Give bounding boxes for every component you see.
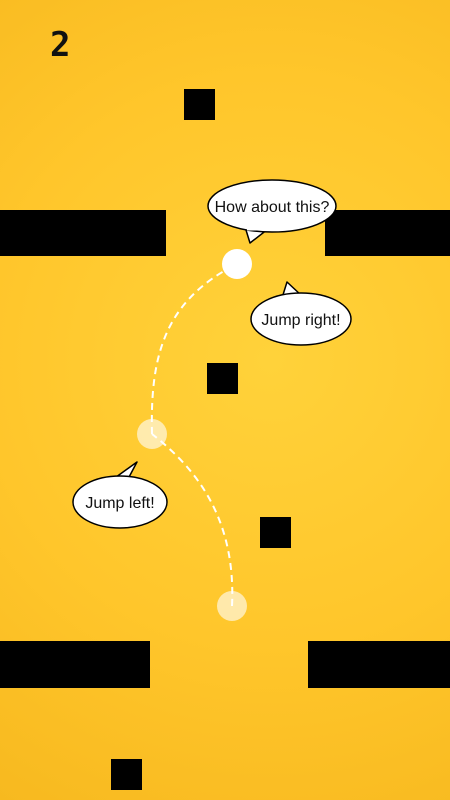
ghost-ball-mid — [137, 419, 167, 449]
wall-right-lower — [308, 641, 450, 688]
speech-bubble-right-text: Jump right! — [261, 312, 340, 329]
speech-bubble-top-text: How about this? — [215, 199, 330, 216]
score-counter: 2 — [50, 25, 71, 65]
speech-bubble-left-text: Jump left! — [85, 495, 154, 512]
square-obstacle-top — [184, 89, 215, 120]
speech-bubble-right: Jump right! — [250, 281, 352, 346]
speech-bubble-top: How about this? — [207, 179, 337, 244]
square-obstacle-middle — [207, 363, 238, 394]
jump-trajectory-right — [151, 433, 234, 607]
player-ball[interactable] — [222, 249, 252, 279]
wall-left-lower — [0, 641, 150, 688]
wall-left-upper — [0, 210, 166, 256]
square-obstacle-lower — [260, 517, 291, 548]
square-obstacle-bottom — [111, 759, 142, 790]
jump-trajectory-left — [150, 263, 238, 435]
wall-right-upper — [325, 210, 450, 256]
speech-bubble-left: Jump left! — [72, 461, 168, 529]
ghost-ball-start — [217, 591, 247, 621]
